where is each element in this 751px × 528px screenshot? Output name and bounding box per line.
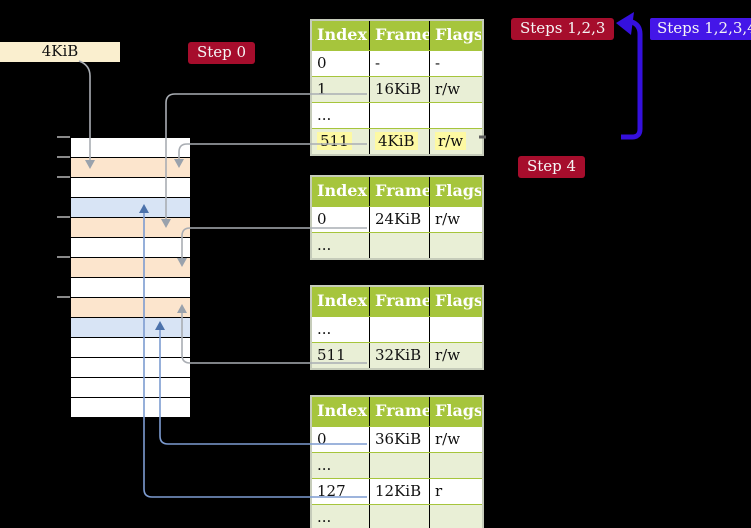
table-row: ... — [312, 102, 482, 128]
table-cell — [429, 103, 481, 128]
table-row: ... — [312, 452, 482, 478]
table-cell — [369, 453, 429, 478]
memory-row-white — [71, 378, 190, 398]
table-cell: 127 — [317, 482, 346, 500]
memory-row-white — [71, 338, 190, 358]
header-cell: Frame — [369, 21, 429, 50]
memory-row-white — [71, 358, 190, 378]
recursive-loop-arrowhead — [616, 12, 634, 35]
table-cell — [429, 505, 481, 528]
table-row: ... — [312, 504, 482, 528]
step4-badge: Step 4 — [518, 156, 586, 178]
header-cell: Index — [317, 25, 368, 44]
memory-row-white — [71, 238, 190, 258]
header-cell: Index — [317, 291, 368, 310]
table-cell: 511 — [312, 129, 369, 154]
table-cell: 36KiB — [369, 427, 429, 452]
table-row: ... — [312, 232, 482, 258]
table-cell — [369, 233, 429, 258]
table-row: ... — [312, 316, 482, 342]
table-cell: r/w — [429, 343, 481, 368]
header-cell: Flags — [429, 397, 481, 426]
table-cell — [429, 233, 481, 258]
step0-badge: Step 0 — [188, 42, 256, 64]
memory-row-orange — [71, 298, 190, 318]
table-cell — [429, 453, 481, 478]
steps-1234-badge: Steps 1,2,3,4 — [650, 18, 751, 40]
table-cell: ... — [317, 456, 332, 474]
table-cell: r/w — [429, 427, 481, 452]
table-row: 0 -- — [312, 50, 482, 76]
highlighted-value: r/w — [435, 132, 467, 150]
table-cell: 0 — [317, 210, 327, 228]
table-cell — [369, 317, 429, 342]
memory-row-orange — [71, 218, 190, 238]
header-cell: Index — [317, 181, 368, 200]
header-cell: Frame — [369, 287, 429, 316]
frame-size-label: 4KiB — [0, 42, 120, 62]
highlighted-value: 4KiB — [375, 132, 418, 150]
header-cell: Frame — [369, 177, 429, 206]
table-cell: 12KiB — [369, 479, 429, 504]
table-cell: r — [429, 479, 481, 504]
table-cell: 32KiB — [369, 343, 429, 368]
table-cell: ... — [317, 236, 332, 254]
table-cell: ... — [317, 320, 332, 338]
table-cell: 16KiB — [369, 77, 429, 102]
highlighted-value: 511 — [317, 132, 352, 150]
header-cell: Flags — [429, 21, 481, 50]
steps-123-badge: Steps 1,2,3 — [511, 18, 615, 40]
table-cell: 1 — [317, 80, 327, 98]
table-cell: 0 — [317, 54, 327, 72]
table-cell: 4KiB — [369, 129, 429, 154]
table-cell — [429, 317, 481, 342]
memory-row-blue — [71, 198, 190, 218]
memory-row-white — [71, 398, 190, 417]
header-cell: Flags — [429, 177, 481, 206]
table-cell: - — [369, 51, 429, 76]
header-cell: Frame — [369, 397, 429, 426]
table-row: 511 4KiB r/w — [312, 128, 482, 154]
header-cell: Flags — [429, 287, 481, 316]
memory-row-blue — [71, 318, 190, 338]
table-cell: r/w — [429, 207, 481, 232]
table-cell: r/w — [429, 129, 481, 154]
header-cell: Index — [317, 401, 368, 420]
recursive-loop-arrow — [621, 19, 643, 140]
table-cell: 511 — [317, 346, 346, 364]
physical-memory-column — [70, 137, 191, 418]
table-cell: ... — [317, 106, 332, 124]
memory-row-white — [71, 178, 190, 198]
table-cell: 0 — [317, 430, 327, 448]
memory-row-white — [71, 138, 190, 158]
table-cell — [369, 505, 429, 528]
table-cell: 24KiB — [369, 207, 429, 232]
memory-row-white — [71, 278, 190, 298]
memory-row-orange — [71, 258, 190, 278]
memory-row-orange — [71, 158, 190, 178]
table-cell — [369, 103, 429, 128]
table-cell: - — [429, 51, 481, 76]
table-cell: r/w — [429, 77, 481, 102]
table-cell: ... — [317, 508, 332, 526]
